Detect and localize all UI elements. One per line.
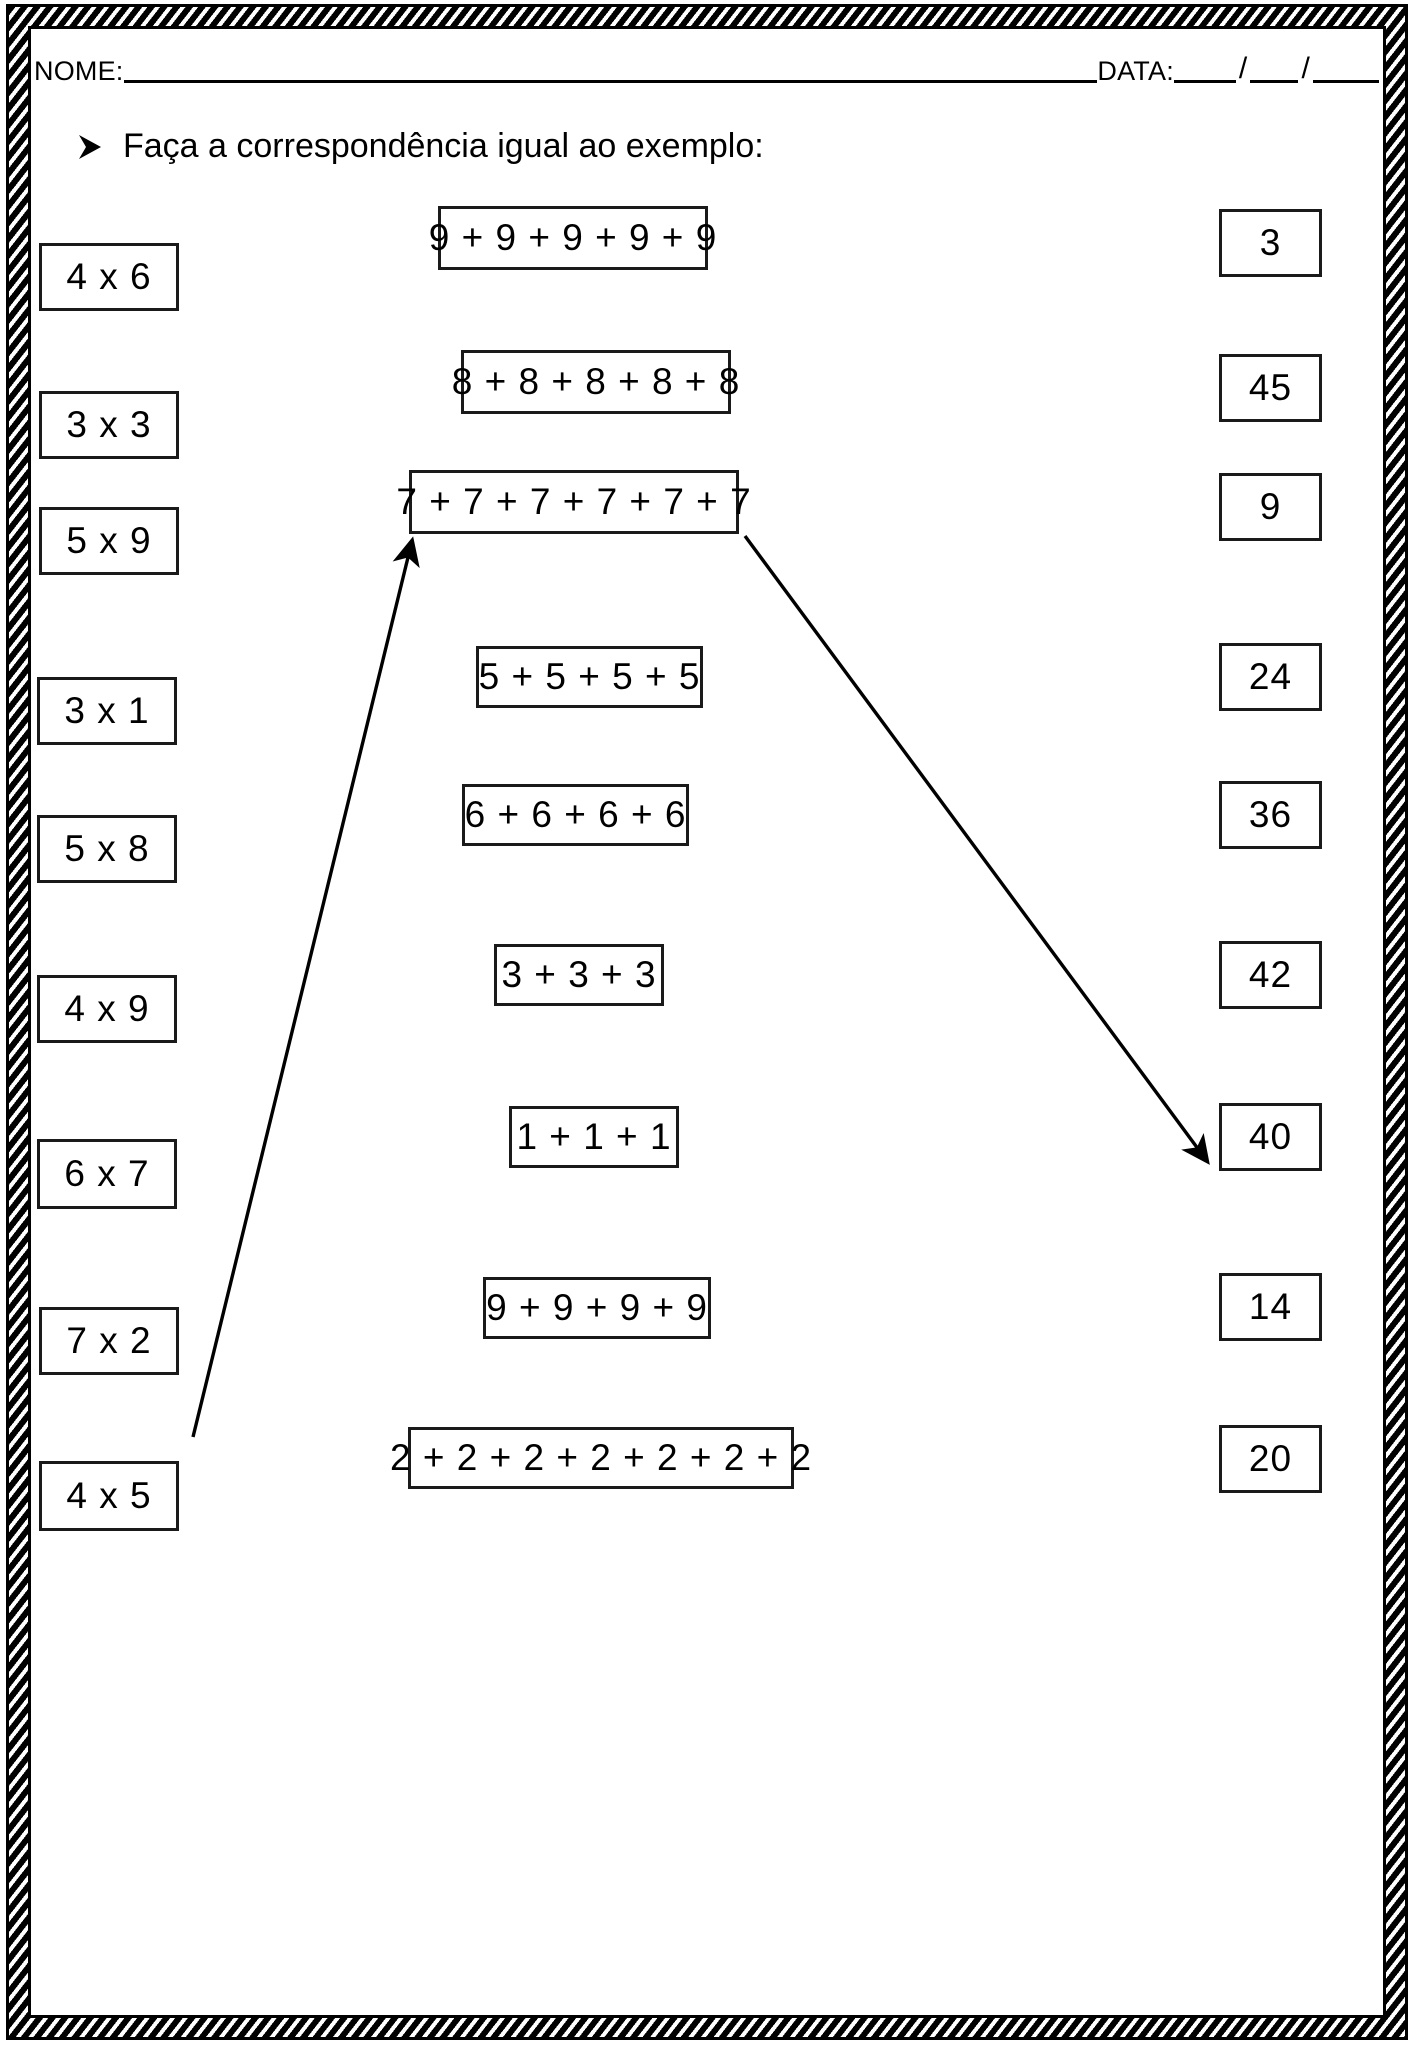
multiplication-box-2[interactable]: 3 x 3 xyxy=(39,391,179,459)
multiplication-box-6[interactable]: 4 x 9 xyxy=(37,975,177,1043)
date-day-slot[interactable] xyxy=(1173,52,1236,83)
addition-box-3[interactable]: 7 + 7 + 7 + 7 + 7 + 7 xyxy=(396,470,751,534)
worksheet-content: NOME: DATA: / / Faça a correspondência i… xyxy=(31,29,1383,2015)
multiplication-box-4[interactable]: 3 x 1 xyxy=(37,677,177,745)
multiplication-box-3[interactable]: 5 x 9 xyxy=(39,507,179,575)
name-date-header: NOME: DATA: / / xyxy=(34,39,1379,85)
example-arrows-layer xyxy=(191,534,1210,1438)
multiplication-box-1[interactable]: 4 x 6 xyxy=(39,243,179,311)
date-label: DATA: xyxy=(1097,56,1174,86)
instruction-text: Faça a correspondência igual ao exemplo: xyxy=(123,127,764,165)
arrow-seven-sum-to-42 xyxy=(743,534,1210,1165)
addition-box-6[interactable]: 3 + 3 + 3 xyxy=(494,944,664,1006)
multiplication-box-8[interactable]: 7 x 2 xyxy=(39,1307,179,1375)
instruction-line: Faça a correspondência igual ao exemplo: xyxy=(77,127,764,166)
addition-box-7[interactable]: 1 + 1 + 1 xyxy=(509,1106,679,1168)
result-box-9[interactable]: 20 xyxy=(1219,1425,1322,1493)
result-box-3[interactable]: 9 xyxy=(1219,473,1322,541)
result-box-4[interactable]: 24 xyxy=(1219,643,1322,711)
result-box-5[interactable]: 36 xyxy=(1219,781,1322,849)
date-year-slot[interactable] xyxy=(1313,52,1379,83)
date-separator-1: / xyxy=(1238,52,1248,85)
addition-box-4[interactable]: 5 + 5 + 5 + 5 xyxy=(476,646,703,708)
multiplication-box-9[interactable]: 4 x 5 xyxy=(39,1461,179,1531)
arrow-bullet-icon xyxy=(79,134,101,159)
result-box-6[interactable]: 42 xyxy=(1219,941,1322,1009)
date-separator-2: / xyxy=(1301,52,1310,85)
addition-box-2[interactable]: 8 + 8 + 8 + 8 + 8 xyxy=(452,350,739,414)
addition-box-5[interactable]: 6 + 6 + 6 + 6 xyxy=(462,784,689,846)
result-box-1[interactable]: 3 xyxy=(1219,209,1322,277)
result-box-2[interactable]: 45 xyxy=(1219,354,1322,422)
result-box-7[interactable]: 40 xyxy=(1219,1103,1322,1171)
result-box-8[interactable]: 14 xyxy=(1219,1273,1322,1341)
arrow-6x7-to-seven-sum xyxy=(191,536,420,1438)
name-write-line[interactable] xyxy=(123,52,1098,83)
date-month-slot[interactable] xyxy=(1250,52,1299,83)
addition-box-8[interactable]: 9 + 9 + 9 + 9 xyxy=(483,1277,711,1339)
addition-box-9[interactable]: 2 + 2 + 2 + 2 + 2 + 2 + 2 xyxy=(390,1427,811,1489)
name-label: NOME: xyxy=(34,56,124,86)
multiplication-box-7[interactable]: 6 x 7 xyxy=(37,1139,177,1209)
multiplication-box-5[interactable]: 5 x 8 xyxy=(37,815,177,883)
addition-box-1[interactable]: 9 + 9 + 9 + 9 + 9 xyxy=(429,206,716,270)
